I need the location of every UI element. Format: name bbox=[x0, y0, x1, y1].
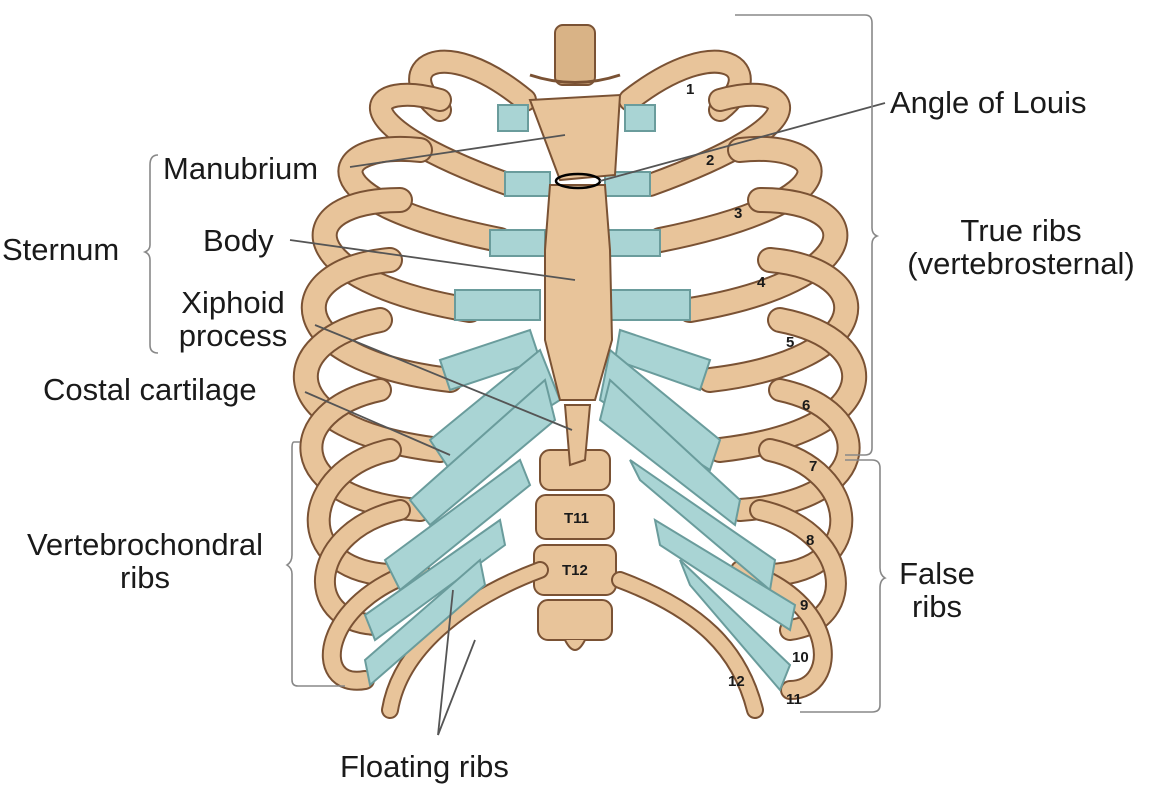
sternum-bone bbox=[528, 93, 622, 467]
rib-number-10: 10 bbox=[792, 649, 809, 666]
left-ribs bbox=[292, 49, 549, 719]
label-true-ribs-line-1: True ribs bbox=[960, 213, 1082, 248]
rib-number-8: 8 bbox=[806, 532, 814, 549]
rib-number-9: 9 bbox=[800, 597, 808, 614]
label-vertebrochondral-line-2: ribs bbox=[120, 560, 170, 595]
rib-number-12: 12 bbox=[728, 673, 745, 690]
rib-cage-illustration bbox=[292, 24, 868, 719]
label-body: Body bbox=[203, 223, 274, 258]
label-false-ribs-line-1: False bbox=[899, 556, 975, 591]
rib-number-11: 11 bbox=[786, 691, 802, 708]
rib-numbers: 1 2 3 4 5 6 7 8 9 10 11 12 bbox=[686, 81, 817, 708]
leader-lines bbox=[289, 102, 886, 736]
brackets bbox=[142, 14, 887, 713]
label-true-ribs-line-2: (vertebrosternal) bbox=[907, 246, 1135, 281]
label-floating-ribs: Floating ribs bbox=[340, 749, 509, 784]
vertebra-labels: T11 T12 bbox=[562, 510, 589, 579]
label-manubrium: Manubrium bbox=[163, 151, 319, 186]
costal-cartilages bbox=[363, 104, 797, 692]
rib-number-4: 4 bbox=[757, 274, 766, 291]
label-false-ribs-line-2: ribs bbox=[912, 589, 962, 624]
label-false-ribs: False ribs bbox=[882, 557, 992, 623]
label-vertebrochondral-line-1: Vertebrochondral bbox=[26, 527, 264, 562]
rib-number-2: 2 bbox=[706, 152, 714, 169]
label-xiphoid-line-2: process bbox=[178, 318, 288, 353]
label-vertebrochondral-ribs: Vertebrochondral ribs bbox=[0, 528, 290, 594]
vertebra-label-t11: T11 bbox=[564, 510, 589, 527]
label-angle-of-louis: Angle of Louis bbox=[890, 85, 1087, 120]
label-xiphoid-line-1: Xiphoid bbox=[181, 285, 285, 320]
label-sternum: Sternum bbox=[2, 232, 120, 267]
rib-number-7: 7 bbox=[809, 458, 817, 475]
right-ribs bbox=[611, 49, 868, 719]
rib-number-5: 5 bbox=[786, 334, 794, 351]
thoracic-vertebrae bbox=[533, 24, 617, 651]
rib-number-6: 6 bbox=[802, 397, 810, 414]
rib-number-3: 3 bbox=[734, 205, 742, 222]
label-costal-cartilage: Costal cartilage bbox=[43, 372, 257, 407]
label-xiphoid-process: Xiphoid process bbox=[166, 286, 300, 352]
rib-number-1: 1 bbox=[686, 81, 694, 98]
label-true-ribs: True ribs (vertebrosternal) bbox=[886, 214, 1156, 280]
vertebra-label-t12: T12 bbox=[562, 562, 588, 579]
